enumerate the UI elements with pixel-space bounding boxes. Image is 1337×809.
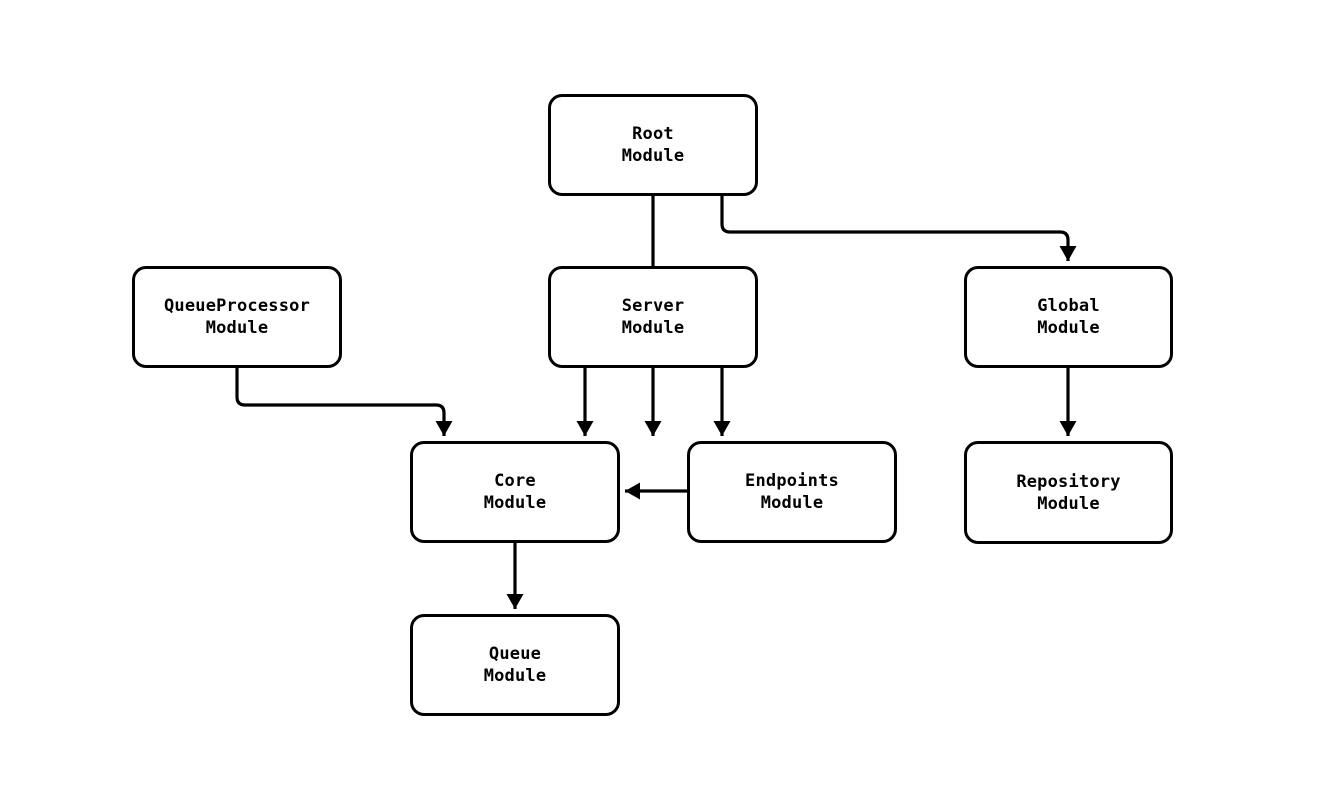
node-server[interactable]: Server Module [548,266,758,368]
node-core-label-line1: Core [494,471,536,491]
node-queueprocessor-label-line1: QueueProcessor [163,296,311,316]
node-global-label-line1: Global [1037,296,1100,316]
node-endpoints[interactable]: Endpoints Module [687,441,897,543]
node-root-label-line1: Root [632,124,674,144]
node-queueprocessor-label-line2: Module [205,318,269,338]
edge-root-to-global [720,196,1070,261]
node-repository[interactable]: Repository Module [964,441,1173,544]
node-queue-label-line2: Module [483,666,547,686]
edges-group [235,196,1077,609]
node-repository-label-line1: Repository [1016,471,1121,492]
edge-queueprocessor-to-core [235,368,446,436]
node-server-label-line1: Server [621,296,685,316]
arrowhead-core-to-queue [506,594,524,609]
arrowhead-server-to-endpoints [713,421,731,436]
node-root[interactable]: Root Module [548,94,758,196]
node-queueprocessor[interactable]: QueueProcessor Module [132,266,342,368]
node-core-label-line2: Module [483,493,547,513]
arrowhead-root-to-server [644,421,662,436]
arrowhead-queueprocessor-to-core [435,421,453,436]
arrowhead-endpoints-to-core [625,482,640,500]
node-endpoints-label-line2: Module [760,493,824,513]
node-queue[interactable]: Queue Module [410,614,620,716]
arrowhead-global-to-repository [1059,421,1077,436]
node-endpoints-label-line1: Endpoints [745,471,839,491]
node-queue-label-line1: Queue [488,644,542,664]
node-repository-label-line2: Module [1037,493,1100,514]
node-root-label-line2: Module [621,146,685,166]
node-global[interactable]: Global Module [964,266,1173,368]
arrowhead-server-to-core [576,421,594,436]
node-global-label-line2: Module [1037,318,1100,338]
node-core[interactable]: Core Module [410,441,620,543]
node-server-label-line2: Module [621,318,685,338]
arrowhead-root-to-global [1059,246,1077,261]
